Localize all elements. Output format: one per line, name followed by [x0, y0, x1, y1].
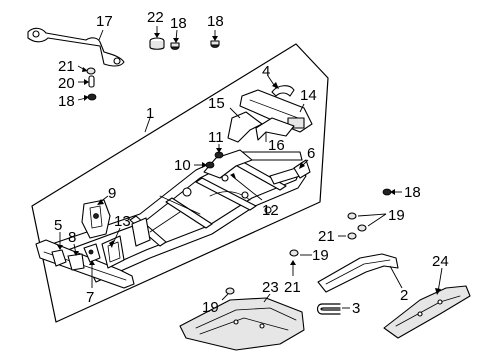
callout-11: 11 [208, 129, 224, 146]
leader-12 [231, 175, 263, 201]
part-2-bracket [317, 253, 399, 293]
callout-15: 15 [208, 95, 225, 112]
leader-23 [263, 293, 271, 303]
callout-8: 8 [68, 229, 76, 246]
part-10-nut [205, 161, 215, 169]
callout-2: 2 [400, 287, 408, 304]
callout-12: 12 [262, 202, 279, 219]
part-15-arm [227, 111, 263, 143]
part-20-sleeve [88, 75, 95, 88]
callout-1: 1 [146, 105, 154, 122]
leader-24 [437, 267, 443, 293]
part-18-nut-right [382, 188, 392, 196]
callout-24: 24 [432, 253, 449, 270]
callout-14: 14 [300, 87, 317, 104]
leader-1 [144, 117, 151, 133]
leader-17 [98, 29, 104, 41]
part-17-bracket [27, 27, 125, 67]
callout-23: 23 [262, 279, 279, 296]
callout-18-top-a: 18 [170, 15, 187, 32]
frame-boundary-outline [31, 43, 329, 323]
part-18-nut-top-b [210, 40, 220, 48]
callout-21-mid: 21 [284, 279, 301, 296]
part-13-mount-bracket [101, 217, 151, 269]
callout-22: 22 [147, 9, 164, 26]
part-24-skid-plate [383, 285, 471, 339]
part-22-bushing [149, 37, 165, 50]
callout-4: 4 [262, 63, 270, 80]
callout-5: 5 [54, 217, 62, 234]
callout-21-left: 21 [58, 58, 75, 75]
part-21-bushing-left [86, 67, 96, 75]
callout-19-floor: 19 [202, 299, 219, 316]
leader-2 [389, 265, 403, 289]
part-18-nut-left [87, 93, 97, 101]
part-3-u-bolt [316, 303, 341, 315]
part-8-bracket [67, 253, 85, 271]
callout-6: 6 [307, 145, 315, 162]
part-19-bushing-mid [289, 249, 299, 257]
leader-15 [229, 107, 241, 119]
callout-19-mid: 19 [312, 247, 329, 264]
part-7-bracket [83, 243, 101, 263]
callout-16: 16 [268, 137, 285, 154]
part-23-floor-pan [179, 297, 305, 351]
callout-3: 3 [352, 300, 360, 317]
leader-14 [299, 103, 305, 113]
callout-17: 17 [96, 13, 113, 30]
callout-18-right: 18 [404, 184, 421, 201]
callout-18-left: 18 [58, 93, 75, 110]
callout-21-right: 21 [318, 228, 335, 245]
leader-19-right [357, 213, 387, 217]
part-19-bushing-floor [225, 287, 235, 295]
part-6-bracket [293, 159, 311, 179]
part-21-bushings-right [347, 212, 367, 240]
leader-19-floor [221, 293, 229, 301]
part-16-arm [255, 117, 295, 141]
leader-13 [111, 227, 121, 247]
callout-19-right: 19 [388, 207, 405, 224]
callout-20: 20 [58, 75, 75, 92]
part-5-mount [51, 249, 67, 267]
callout-18-top-b: 18 [207, 13, 224, 30]
callout-9: 9 [108, 185, 116, 202]
callout-7: 7 [86, 289, 94, 306]
callout-10: 10 [174, 157, 191, 174]
part-9-engine-mount [81, 199, 111, 239]
part-14-crossmember [239, 89, 313, 133]
leader-19-right-b [367, 213, 387, 227]
part-18-nut-top-a [170, 42, 180, 50]
callout-13: 13 [114, 213, 131, 230]
